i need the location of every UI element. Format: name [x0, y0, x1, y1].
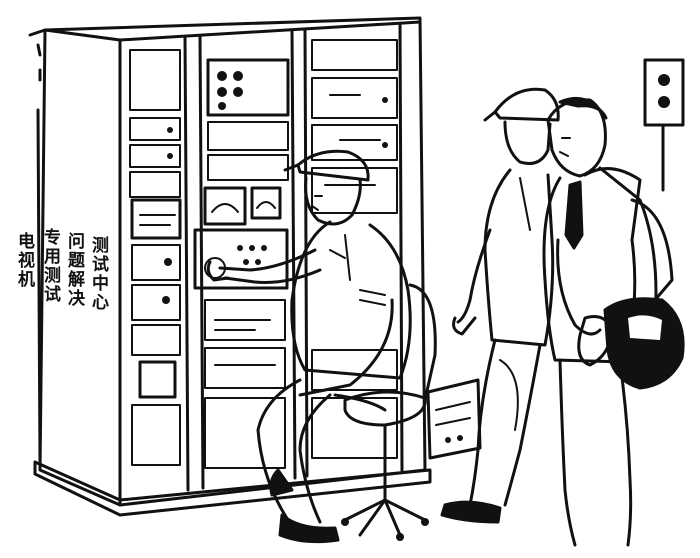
swivel-stool	[341, 283, 437, 541]
rack-tick-marks	[28, 28, 47, 462]
meter-left	[203, 186, 247, 226]
caption-line-1: 电视机	[14, 232, 34, 289]
seated-technician	[206, 149, 412, 544]
left-column-panels	[129, 49, 182, 466]
caption-line-4: 测试中心	[88, 236, 108, 312]
middle-column-panels	[193, 58, 290, 469]
caption-line-2: 专用测试	[40, 228, 60, 304]
meter-right	[250, 186, 282, 220]
caption-line-3: 问题解决	[64, 232, 84, 308]
standing-technician	[440, 87, 560, 524]
signal-box	[643, 58, 685, 192]
bench-cabinet	[426, 378, 482, 460]
equipment-rack	[33, 16, 432, 517]
supervisor-with-bag	[542, 97, 685, 547]
control-panel	[193, 228, 289, 290]
